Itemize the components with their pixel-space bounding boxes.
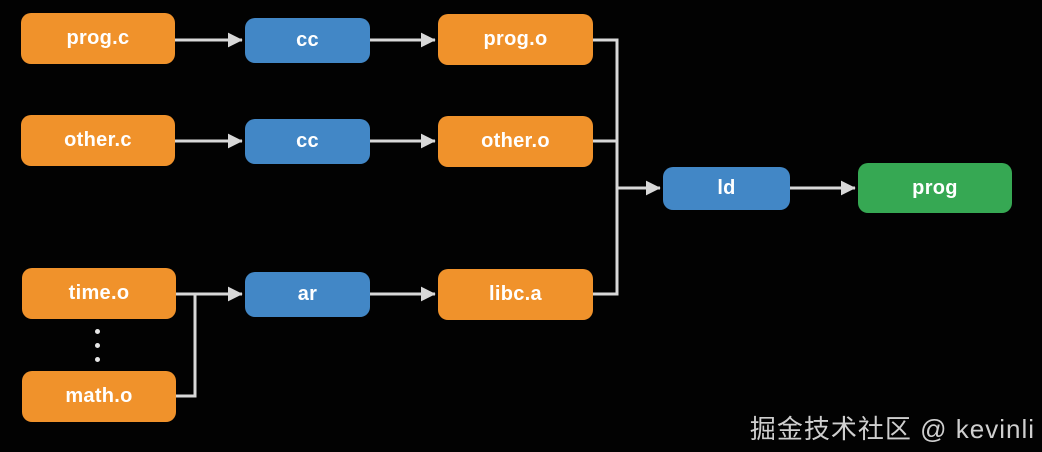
edge-timeo-matho-merge [176,292,197,398]
node-libc-a: libc.a [438,269,593,320]
edge-objects-merge-rail [593,38,619,296]
node-math-o: math.o [22,371,176,422]
node-other-o: other.o [438,116,593,167]
node-time-o: time.o [22,268,176,319]
node-cc-1: cc [245,18,370,63]
node-prog-o: prog.o [438,14,593,65]
node-ld: ld [663,167,790,210]
node-prog-c: prog.c [21,13,175,64]
vertical-ellipsis-icon [95,329,100,362]
node-cc-2: cc [245,119,370,164]
node-other-c: other.c [21,115,175,166]
watermark: 掘金技术社区 @ kevinli [749,414,1035,444]
ellipsis-dot [95,329,100,334]
ellipsis-dot [95,357,100,362]
ellipsis-dot [95,343,100,348]
node-prog: prog [858,163,1012,213]
node-ar: ar [245,272,370,317]
